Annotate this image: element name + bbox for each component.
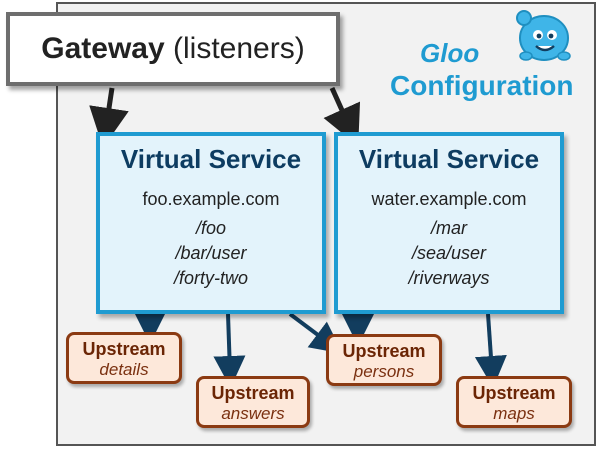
upstream-name: maps — [493, 404, 535, 423]
upstream-name: answers — [221, 404, 285, 423]
upstream-name: details — [99, 360, 149, 379]
gateway-title: Gateway — [41, 32, 165, 65]
vs2-to-maps-arrow — [474, 313, 507, 388]
gloo-logo-text: Gloo — [420, 38, 480, 68]
route-list: /mar /sea/user /riverways — [338, 216, 560, 291]
route-list: /foo /bar/user /forty-two — [100, 216, 322, 291]
virtual-service-foo: Virtual Service foo.example.com /foo /ba… — [96, 132, 326, 314]
virtual-service-title: Virtual Service — [358, 144, 540, 174]
gateway-to-vs2-arrow — [323, 86, 361, 147]
route-item: /sea/user — [411, 243, 487, 263]
gateway-subtitle: (listeners) — [173, 32, 305, 65]
route-item: /bar/user — [175, 243, 247, 263]
configuration-title: Configuration — [390, 70, 574, 101]
upstream-details: Upstream details — [66, 332, 182, 384]
vs1-to-answers-arrow — [213, 313, 246, 388]
gateway-box: Gateway (listeners) — [6, 12, 340, 86]
upstream-label: Upstream — [472, 383, 556, 403]
gloo-mascot-icon — [516, 10, 571, 61]
upstream-answers: Upstream answers — [196, 376, 310, 428]
virtual-service-host: water.example.com — [371, 189, 527, 209]
gateway-to-vs1-arrow — [89, 87, 129, 148]
vs1-to-persons-arrow — [288, 312, 343, 354]
virtual-service-water: Virtual Service water.example.com /mar /… — [334, 132, 564, 314]
upstream-label: Upstream — [211, 383, 295, 403]
route-item: /riverways — [408, 268, 490, 288]
upstream-name: persons — [353, 362, 415, 381]
upstream-label: Upstream — [82, 339, 166, 359]
virtual-service-host: foo.example.com — [142, 189, 280, 209]
route-item: /foo — [195, 218, 227, 238]
upstream-maps: Upstream maps — [456, 376, 572, 428]
route-item: /forty-two — [173, 268, 248, 288]
upstream-persons: Upstream persons — [326, 334, 442, 386]
upstream-label: Upstream — [342, 341, 426, 361]
route-item: /mar — [431, 218, 467, 238]
virtual-service-title: Virtual Service — [120, 144, 302, 174]
